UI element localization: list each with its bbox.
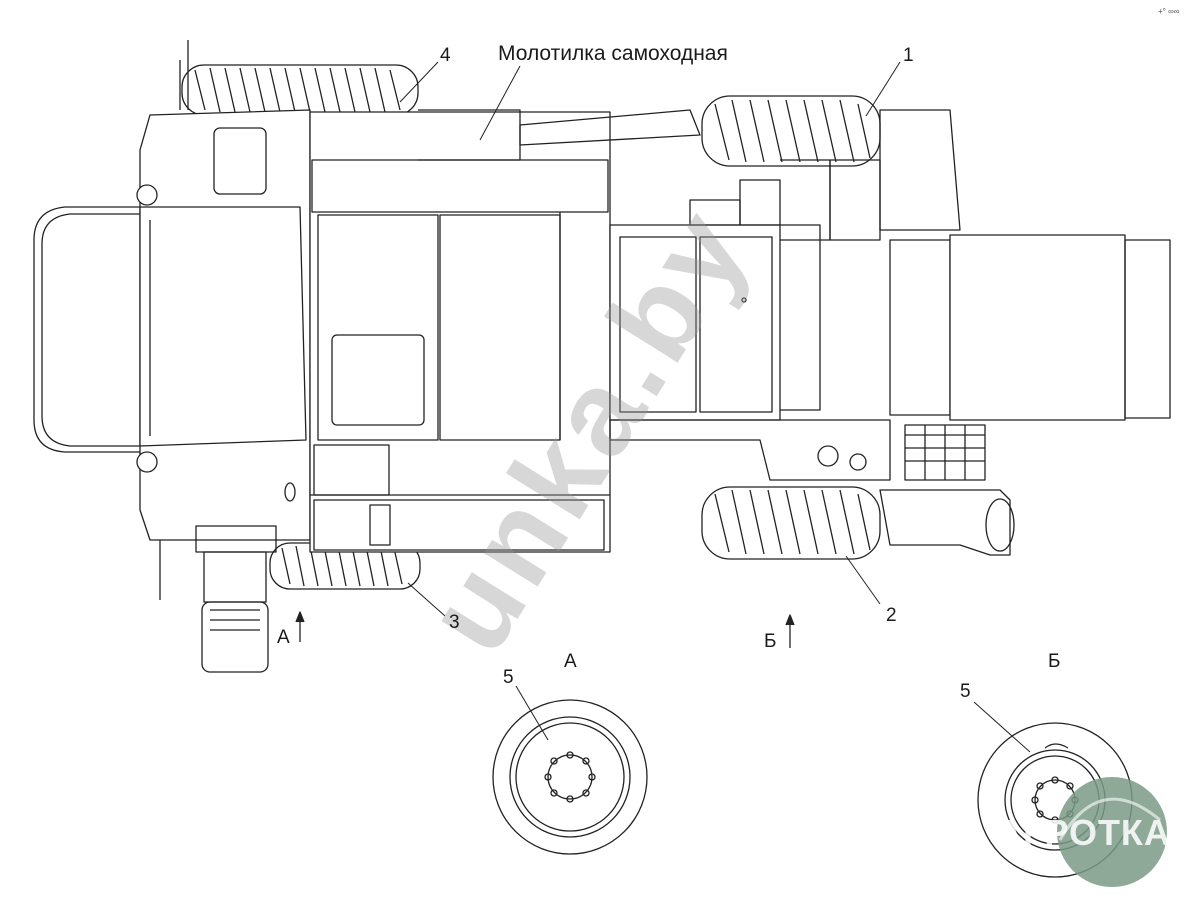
callout-4: 4	[440, 45, 451, 66]
view-marker-b: Б	[764, 631, 777, 652]
detail-b-heading: Б	[1048, 651, 1061, 672]
grain-auger	[418, 109, 701, 161]
callout-1: 1	[903, 45, 914, 66]
engine-compartment	[609, 224, 891, 481]
callout-3: 3	[449, 612, 460, 633]
engine-mechanics	[689, 109, 961, 241]
rear-wheel-bottom	[701, 486, 881, 560]
front-wheel-top	[181, 64, 419, 116]
access-ladder	[159, 525, 277, 673]
callout-2: 2	[886, 605, 897, 626]
front-hood	[139, 206, 307, 447]
straw-chopper	[889, 234, 1171, 481]
wheel-detail-a	[492, 699, 648, 855]
rear-wheel-top	[701, 95, 881, 167]
rear-axle	[879, 489, 1015, 556]
detail-a-callout: 5	[503, 667, 514, 688]
agrotka-logo	[1057, 777, 1167, 887]
diagram-title: Молотилка самоходная	[498, 42, 728, 65]
front-guard-rail	[33, 206, 140, 453]
detail-b-callout: 5	[960, 681, 971, 702]
corner-mark: +° ∞∞	[1158, 7, 1180, 16]
agrotka-logo-text: АГРОТКА	[996, 812, 1171, 853]
thresher-body	[309, 111, 611, 553]
view-arrows	[295, 611, 795, 648]
detail-a-heading: А	[564, 651, 577, 672]
view-marker-a: А	[277, 627, 290, 648]
